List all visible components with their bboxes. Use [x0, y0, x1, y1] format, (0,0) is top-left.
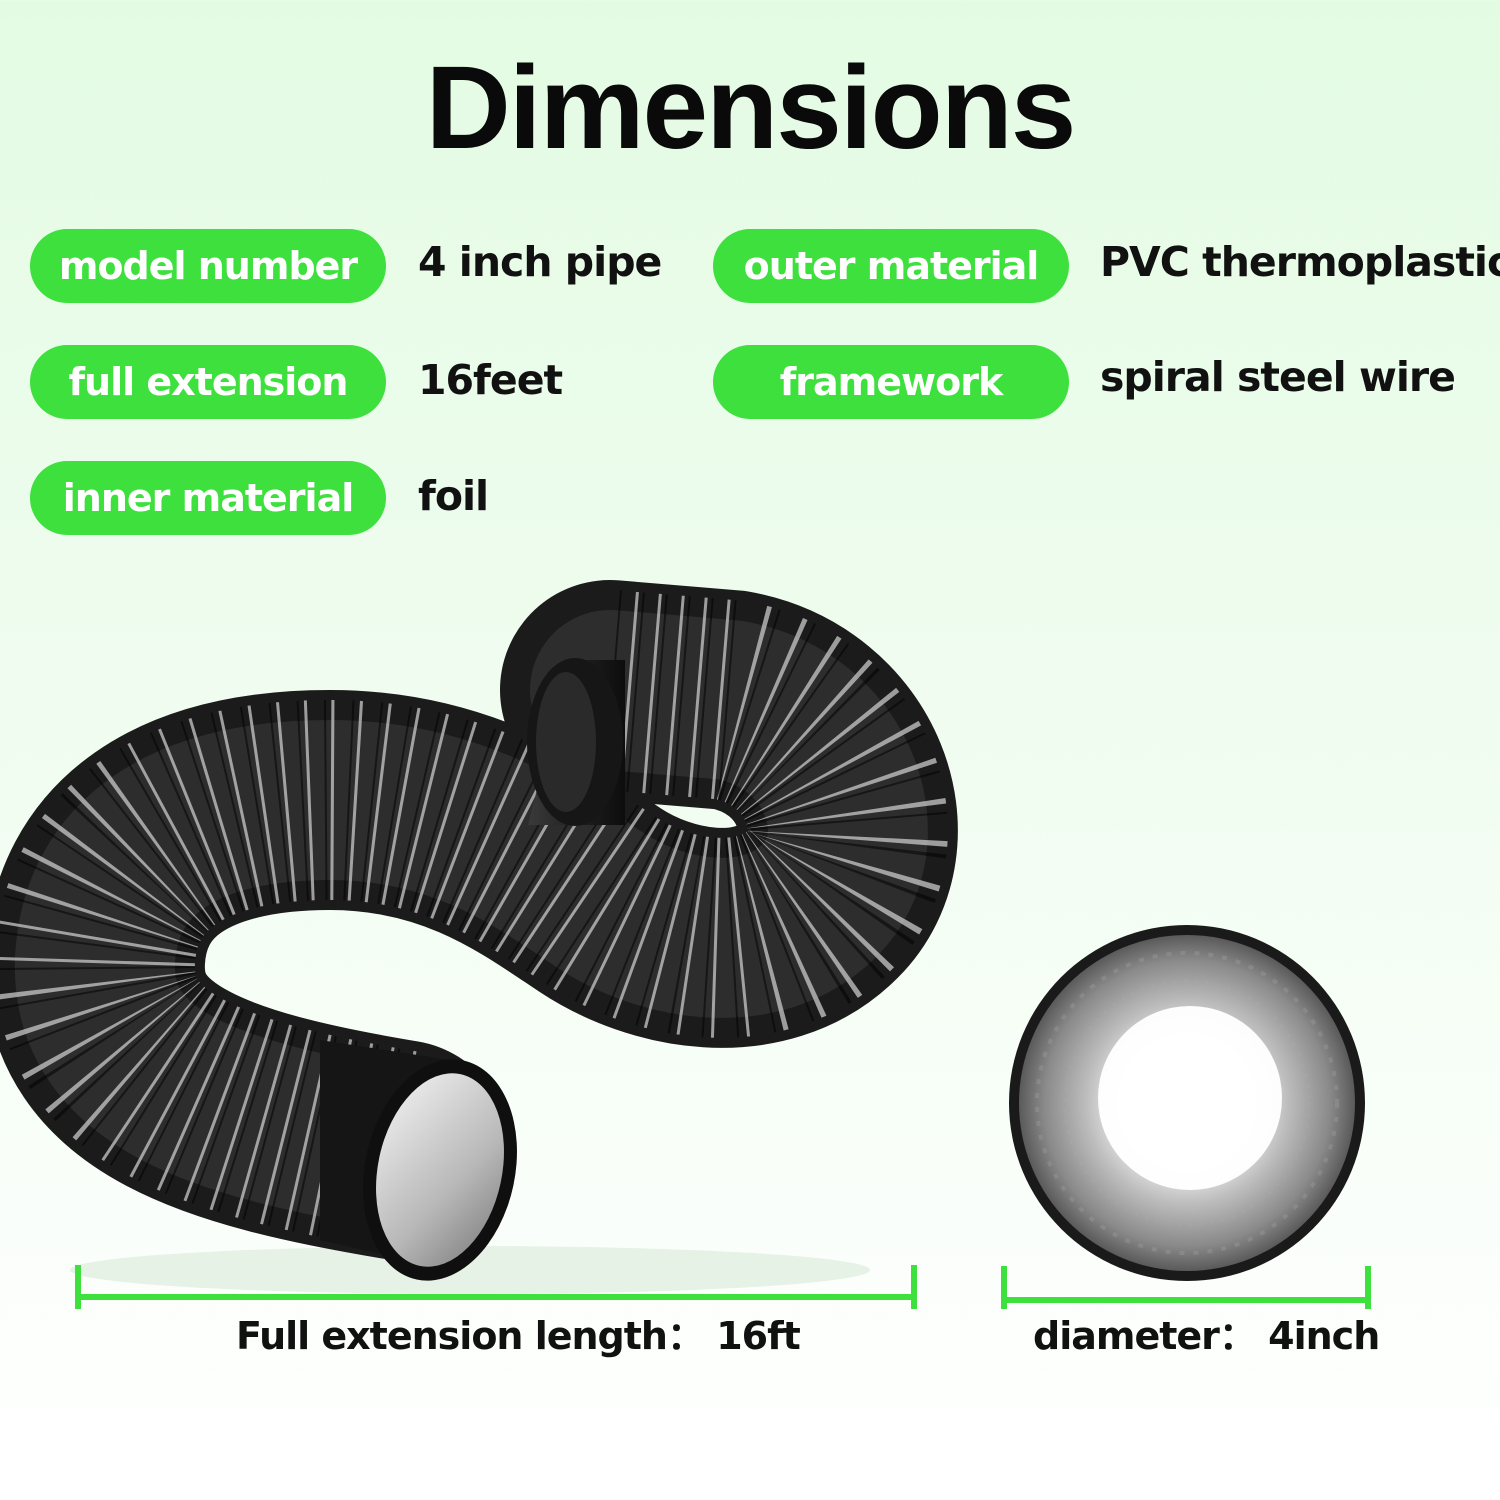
length-dimension-line	[75, 1265, 917, 1309]
bottom-end-opening	[320, 1040, 517, 1281]
top-collar	[527, 658, 625, 826]
framework-label: framework	[713, 345, 1069, 419]
model-number-value: 4 inch pipe	[418, 238, 662, 286]
framework-value: spiral steel wire	[1100, 353, 1456, 401]
diameter-dimension-line	[1001, 1266, 1371, 1309]
cross-section-view	[1009, 925, 1365, 1281]
diameter-caption: diameter： 4inch	[1033, 1314, 1380, 1358]
cross-section-crinkle-mid	[1063, 979, 1311, 1227]
cross-section-crinkle-outer	[1035, 951, 1339, 1255]
page-title: Dimensions	[425, 42, 1077, 174]
bottom-foil	[376, 1073, 504, 1267]
outer-material-label: outer material	[713, 229, 1069, 303]
length-caption: Full extension length： 16ft	[236, 1314, 801, 1358]
hose-shadow	[70, 1246, 870, 1294]
outer-material-value: PVC thermoplastic	[1100, 238, 1500, 286]
top-collar-inner	[536, 672, 596, 812]
model-number-label: model number	[30, 229, 386, 303]
inner-material-value: foil	[418, 472, 489, 520]
inner-material-label: inner material	[30, 461, 386, 535]
spiral-shadow	[0, 590, 948, 1249]
full-extension-value: 16feet	[418, 356, 563, 404]
full-extension-label: full extension	[30, 345, 386, 419]
cross-section-hole	[1098, 1006, 1282, 1190]
spiral-wire	[0, 590, 948, 1249]
